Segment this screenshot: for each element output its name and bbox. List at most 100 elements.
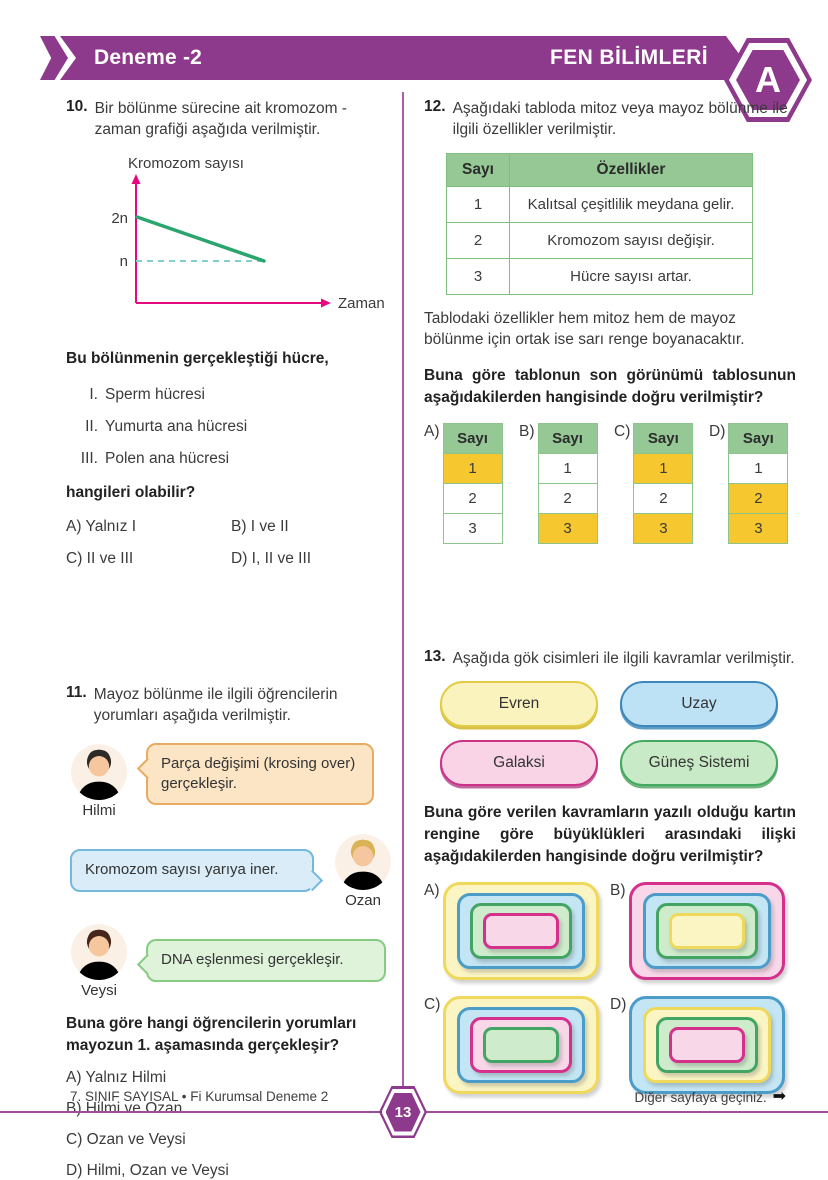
question-12: 12. Aşağıdaki tabloda mitoz veya mayoz b… <box>424 98 796 141</box>
q12-options: A) Sayı 1 2 3 B) Sayı 1 2 3 C) <box>424 422 796 544</box>
student: Ozan <box>330 833 396 909</box>
mini-cell: 3 <box>538 512 597 543</box>
right-column: 12. Aşağıdaki tabloda mitoz veya mayoz b… <box>424 98 796 1094</box>
cell-number: 2 <box>446 221 510 259</box>
q13-question: Buna göre verilen kavramların yazılı old… <box>424 803 796 865</box>
roman-numeral: II. <box>85 417 98 435</box>
option-a: A) <box>424 881 610 980</box>
q12-question: Buna göre tablonun son görünümü tablosun… <box>424 366 796 406</box>
header-banner: Deneme -2 FEN BİLİMLERİ A <box>0 36 828 122</box>
mini-cell: 1 <box>729 452 788 483</box>
mini-table-header: Sayı <box>634 423 693 453</box>
subject-title: FEN BİLİMLERİ <box>549 46 708 69</box>
list-item: II. Yumurta ana hücresi <box>72 418 396 436</box>
question-number: 11. <box>66 683 87 701</box>
question-intro: Mayoz bölünme ile ilgili öğrencilerin yo… <box>93 685 338 725</box>
student: Veysi <box>66 923 132 999</box>
option-letter: A) <box>424 881 440 899</box>
student-avatar <box>334 833 392 890</box>
mini-cell: 2 <box>443 482 502 513</box>
x-axis-label: Zaman <box>338 295 385 312</box>
option-b: B) I ve II <box>231 517 289 535</box>
table-row: 1 Kalıtsal çeşitlilik meydana gelir. <box>446 185 753 223</box>
q11-chat: Hilmi Parça değişimi (krosing over) gerç… <box>66 742 396 999</box>
cell-desc: Hücre sayısı artar. <box>509 257 753 295</box>
question-intro: Bir bölünme sürecine ait kromozom - zama… <box>94 100 347 139</box>
option-c: C) <box>424 995 610 1094</box>
question-10: 10. Bir bölünme sürecine ait kromozom - … <box>66 98 396 141</box>
concept-card: Galaksi <box>440 739 598 786</box>
cell-desc: Kromozom sayısı değişir. <box>509 221 753 259</box>
banner-chevron-decoration <box>40 36 68 80</box>
roman-numeral: I. <box>89 385 98 403</box>
cell-desc: Kalıtsal çeşitlilik meydana gelir. <box>509 185 753 223</box>
concept-cards: Evren Uzay Galaksi Güneş Sistemi <box>440 680 796 786</box>
question-number: 10. <box>66 98 88 115</box>
q10-question: hangileri olabilir? <box>66 483 196 501</box>
option-letter: C) <box>424 995 441 1013</box>
list-item: I. Sperm hücresi <box>72 386 396 404</box>
chromosome-time-chart: Kromozom sayısı Zaman 2n n <box>92 153 396 330</box>
features-table: Sayı Özellikler 1 Kalıtsal çeşitlilik me… <box>446 152 753 295</box>
mini-cell: 2 <box>634 482 693 513</box>
option-letter: A) <box>424 422 440 440</box>
q11-question: Buna göre hangi öğrencilerin yorumları m… <box>66 1014 357 1054</box>
nested-card <box>442 881 599 980</box>
option-c: C) Sayı 1 2 3 <box>614 422 701 544</box>
nested-card <box>456 892 585 969</box>
option-letter: B) <box>610 881 626 899</box>
cell-number: 3 <box>446 257 510 295</box>
option-c: C) II ve III <box>66 549 134 567</box>
option-b: B) Sayı 1 2 3 <box>519 422 606 544</box>
question-intro: Aşağıdaki tabloda mitoz veya mayoz bölün… <box>452 100 788 139</box>
nested-card <box>643 1006 772 1083</box>
left-column: 10. Bir bölünme sürecine ait kromozom - … <box>66 98 396 1180</box>
q13-options: A) B) <box>424 881 796 1094</box>
nested-card <box>656 1016 759 1073</box>
next-page-text: Diğer sayfaya geçiniz. <box>634 1089 767 1105</box>
chat-row-ozan: Kromozom sayısı yarıya iner. Ozan <box>66 833 396 909</box>
mini-cell: 2 <box>538 482 597 513</box>
nested-card <box>628 881 785 980</box>
mini-table: Sayı 1 2 3 <box>728 422 789 544</box>
column-divider <box>402 92 404 1088</box>
mini-table: Sayı 1 2 3 <box>537 422 598 544</box>
speech-bubble: Parça değişimi (krosing over) gerçekleşi… <box>146 742 374 805</box>
column-header: Özellikler <box>509 152 753 187</box>
option-a: A) Yalnız I <box>66 517 137 535</box>
page-number-badge: 13 <box>379 1086 427 1138</box>
option-d: D) Hilmi, Ozan ve Veysi <box>66 1161 229 1179</box>
table-header-row: Sayı Özellikler <box>446 152 753 187</box>
nested-card <box>655 902 758 959</box>
column-header: Sayı <box>446 152 510 187</box>
footer-booklet-info: 7. SINIF SAYISAL • Fi Kurumsal Deneme 2 <box>70 1089 329 1104</box>
next-page-arrow-icon: ➡ <box>772 1088 786 1105</box>
question-number: 12. <box>424 98 446 115</box>
concept-card: Uzay <box>620 680 778 727</box>
question-11: 11. Mayoz bölünme ile ilgili öğrencileri… <box>66 684 396 727</box>
nested-card <box>482 912 559 949</box>
booklet-badge: A <box>724 38 812 122</box>
tick-n: n <box>120 253 128 270</box>
mini-cell: 1 <box>538 452 597 483</box>
mini-table-header: Sayı <box>443 423 502 453</box>
mini-cell: 2 <box>729 482 788 513</box>
nested-card <box>443 995 600 1094</box>
item-text: Sperm hücresi <box>105 385 205 403</box>
concept-card: Güneş Sistemi <box>620 739 778 786</box>
item-text: Polen ana hücresi <box>105 449 230 467</box>
nested-card <box>668 912 745 949</box>
chat-row-hilmi: Hilmi Parça değişimi (krosing over) gerç… <box>66 742 396 819</box>
option-d: D) I, II ve III <box>231 549 312 567</box>
mini-table-header: Sayı <box>729 423 788 453</box>
q11-options: A) Yalnız Hilmi B) Hilmi ve Ozan C) Ozan… <box>66 1069 396 1180</box>
q10-stem: Bu bölünmenin gerçekleştiği hücre, <box>66 349 329 367</box>
mini-cell: 3 <box>443 512 502 543</box>
nested-card <box>457 1006 586 1083</box>
mini-cell: 1 <box>443 452 502 483</box>
mini-cell: 1 <box>634 452 693 483</box>
q10-items: I. Sperm hücresi II. Yumurta ana hücresi… <box>72 386 396 468</box>
option-d: D) <box>610 995 796 1094</box>
option-d: D) Sayı 1 2 3 <box>709 422 796 544</box>
speech-bubble: Kromozom sayısı yarıya iner. <box>70 849 314 892</box>
